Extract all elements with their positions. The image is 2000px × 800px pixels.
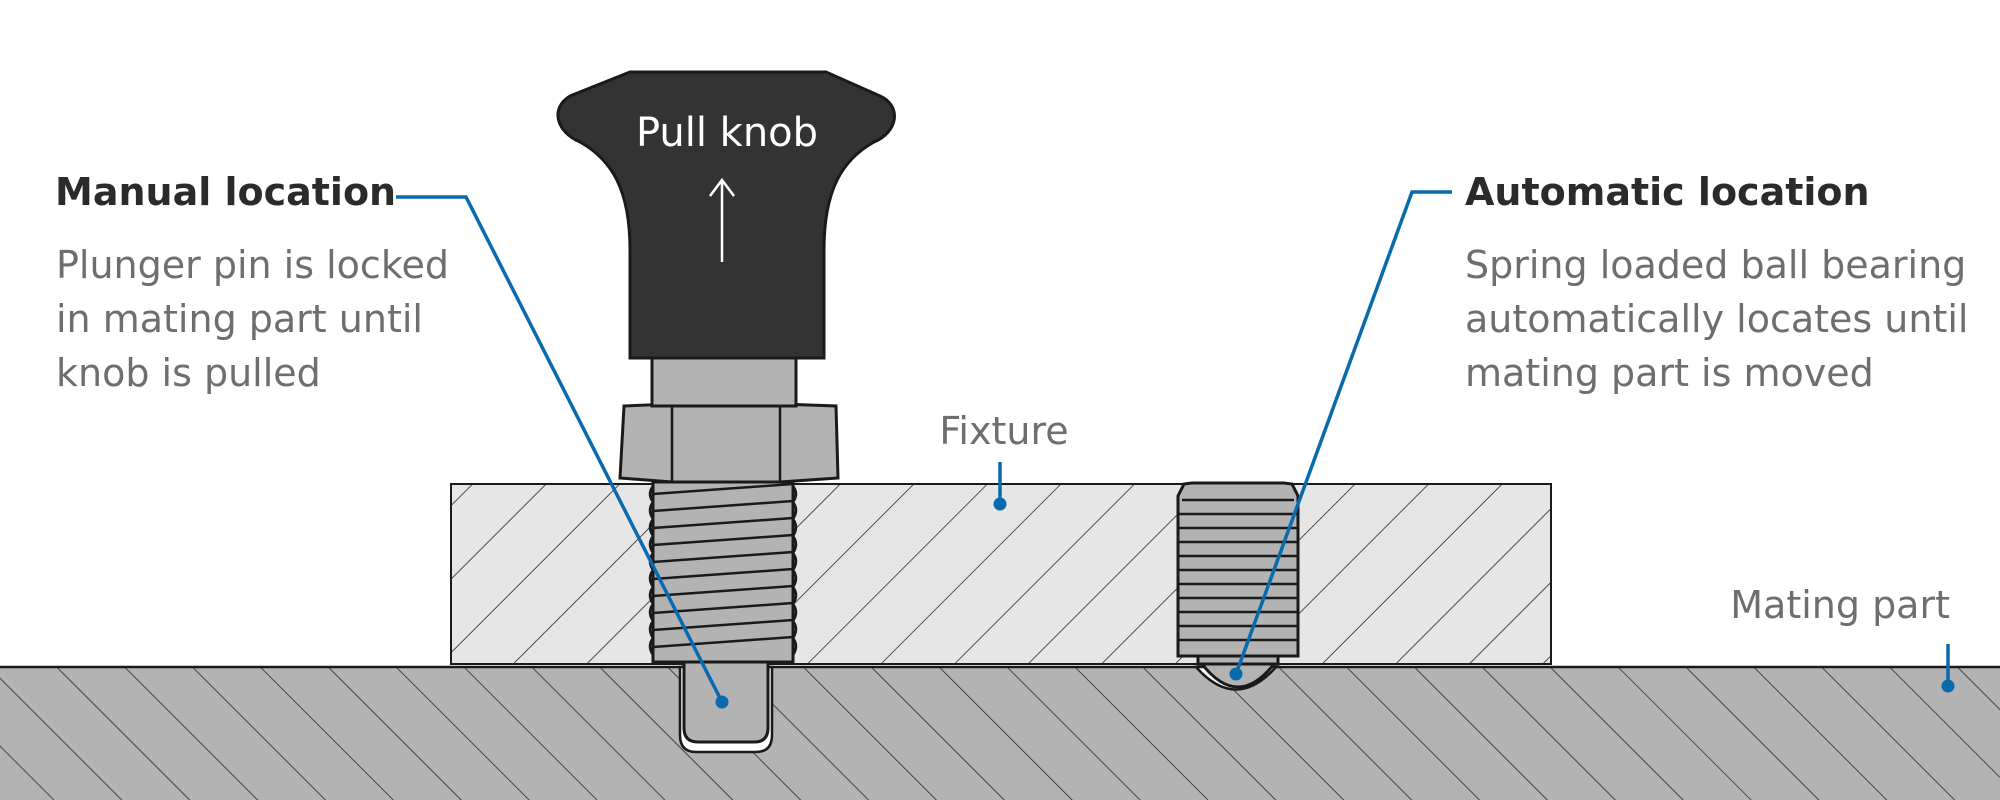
plunger-thread-lines <box>652 482 794 649</box>
automatic-location-line-1: Spring loaded ball bearing <box>1465 243 1966 287</box>
plunger-thread-crests <box>648 485 798 656</box>
mating-part <box>0 665 2000 800</box>
fixture-label: Fixture <box>939 409 1068 453</box>
automatic-location-leader-dot <box>1229 667 1243 681</box>
plunger-neck <box>650 354 798 408</box>
fixture-body <box>450 483 1552 665</box>
fixture-callout: Fixture <box>939 409 1069 511</box>
manual-location-line-3: knob is pulled <box>56 351 321 395</box>
mating-part-leader-dot <box>1941 679 1955 693</box>
plunger-hex-nut <box>618 402 840 484</box>
automatic-location-title: Automatic location <box>1465 170 1870 214</box>
fixture-leader-dot <box>993 497 1007 511</box>
spring-plunger <box>1176 481 1300 689</box>
fixture <box>450 483 1552 665</box>
automatic-location-line-2: automatically locates until <box>1465 297 1968 341</box>
pull-direction-arrow-icon <box>709 177 735 197</box>
automatic-location-callout: Automatic location Spring loaded ball be… <box>1229 170 1968 681</box>
pull-knob <box>556 70 896 360</box>
manual-location-line-2: in mating part until <box>56 297 423 341</box>
mating-part-callout: Mating part <box>1730 583 1955 693</box>
manual-location-leader-dot <box>715 695 729 709</box>
mating-part-body <box>0 667 2000 800</box>
automatic-location-line-3: mating part is moved <box>1465 351 1874 395</box>
manual-location-title: Manual location <box>55 170 396 214</box>
mating-part-label: Mating part <box>1730 583 1950 627</box>
manual-location-leader <box>396 195 724 703</box>
pull-knob-label: Pull knob <box>636 110 818 156</box>
manual-location-line-1: Plunger pin is locked <box>56 243 449 287</box>
manual-location-callout: Manual location Plunger pin is locked in… <box>55 170 729 709</box>
spring-plunger-tip <box>1196 654 1280 666</box>
automatic-location-leader <box>1234 190 1452 675</box>
